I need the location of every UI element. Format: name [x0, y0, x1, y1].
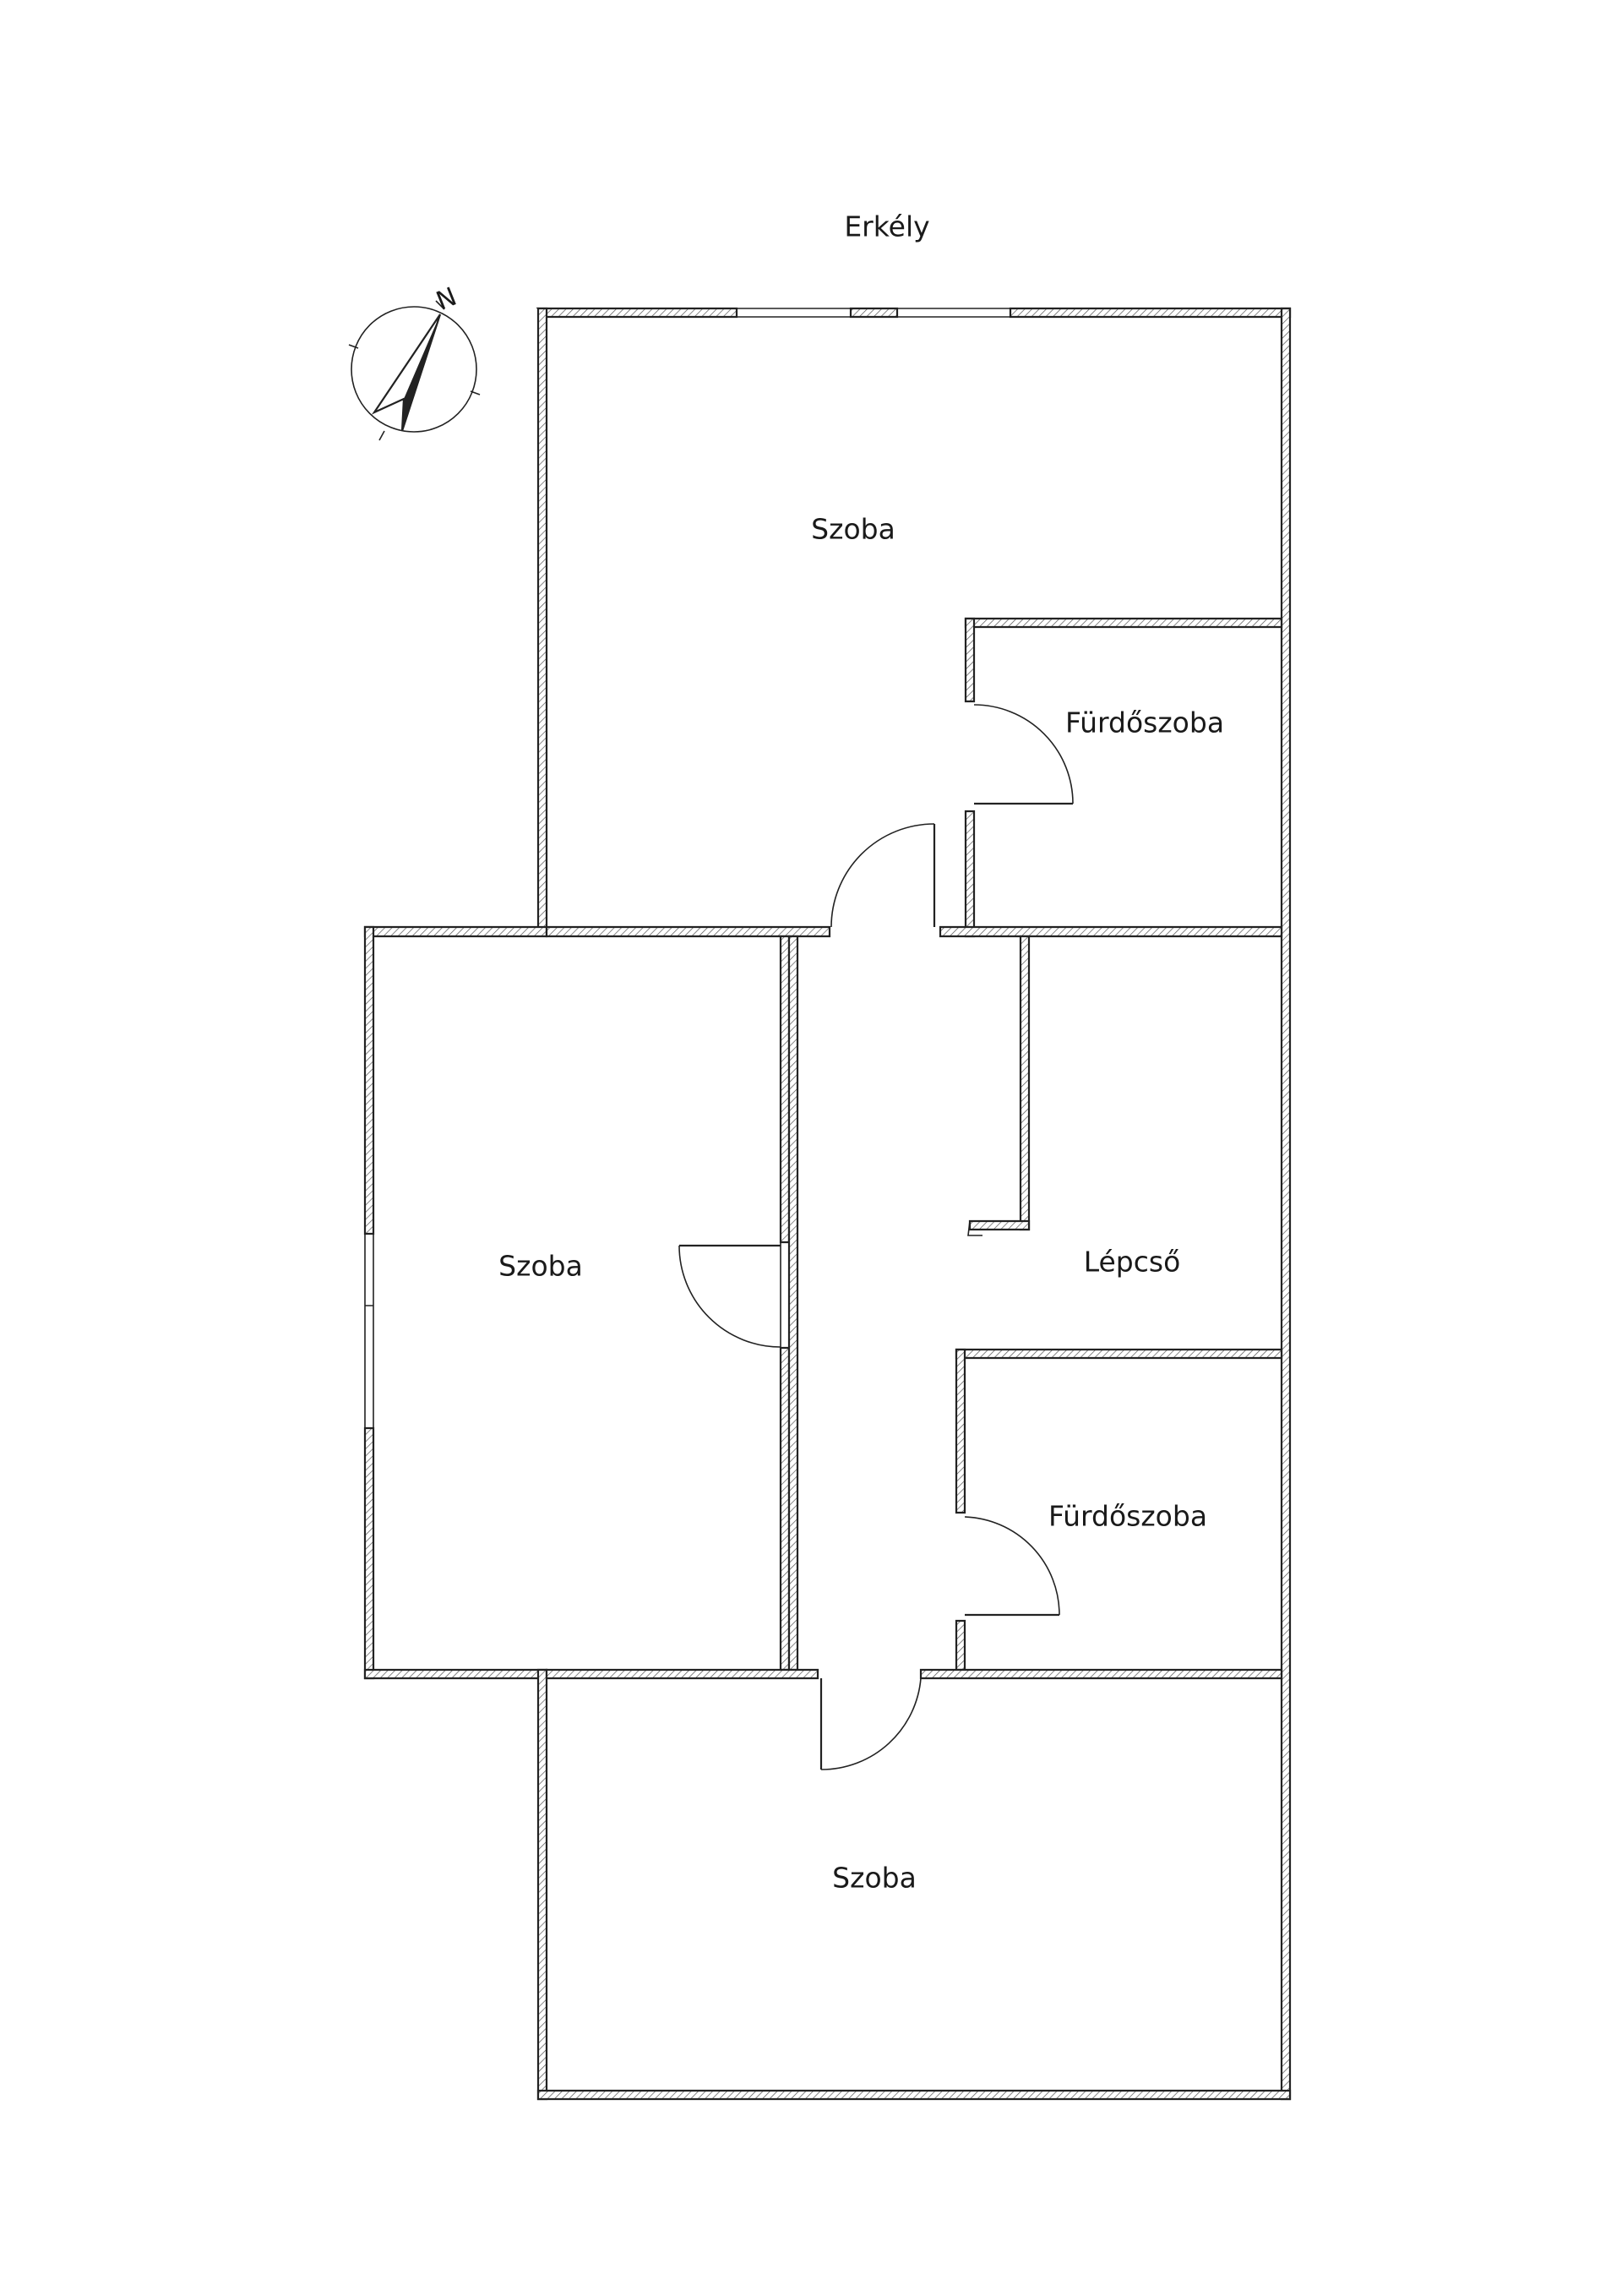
room-label-top: Szoba: [811, 513, 895, 546]
door-bottom-bathroom: [964, 1516, 1060, 1617]
bathroom-label-bottom: Fürdőszoba: [1048, 1500, 1207, 1533]
room-label-left: Szoba: [498, 1250, 583, 1283]
room-label-bottom: Szoba: [832, 1862, 917, 1895]
bathroom-label-top: Fürdőszoba: [1065, 706, 1224, 739]
door-left-room: [678, 1244, 781, 1348]
door-bottom-room: [819, 1677, 922, 1770]
outer-walls: [363, 307, 1292, 2101]
north-arrow-icon: N: [348, 282, 481, 441]
door-top-room: [830, 823, 936, 928]
interior-walls: [545, 617, 1283, 1680]
door-top-bathroom: [973, 704, 1074, 805]
stairs-label: Lépcső: [1084, 1246, 1181, 1279]
balcony-label: Erkély: [844, 210, 929, 243]
